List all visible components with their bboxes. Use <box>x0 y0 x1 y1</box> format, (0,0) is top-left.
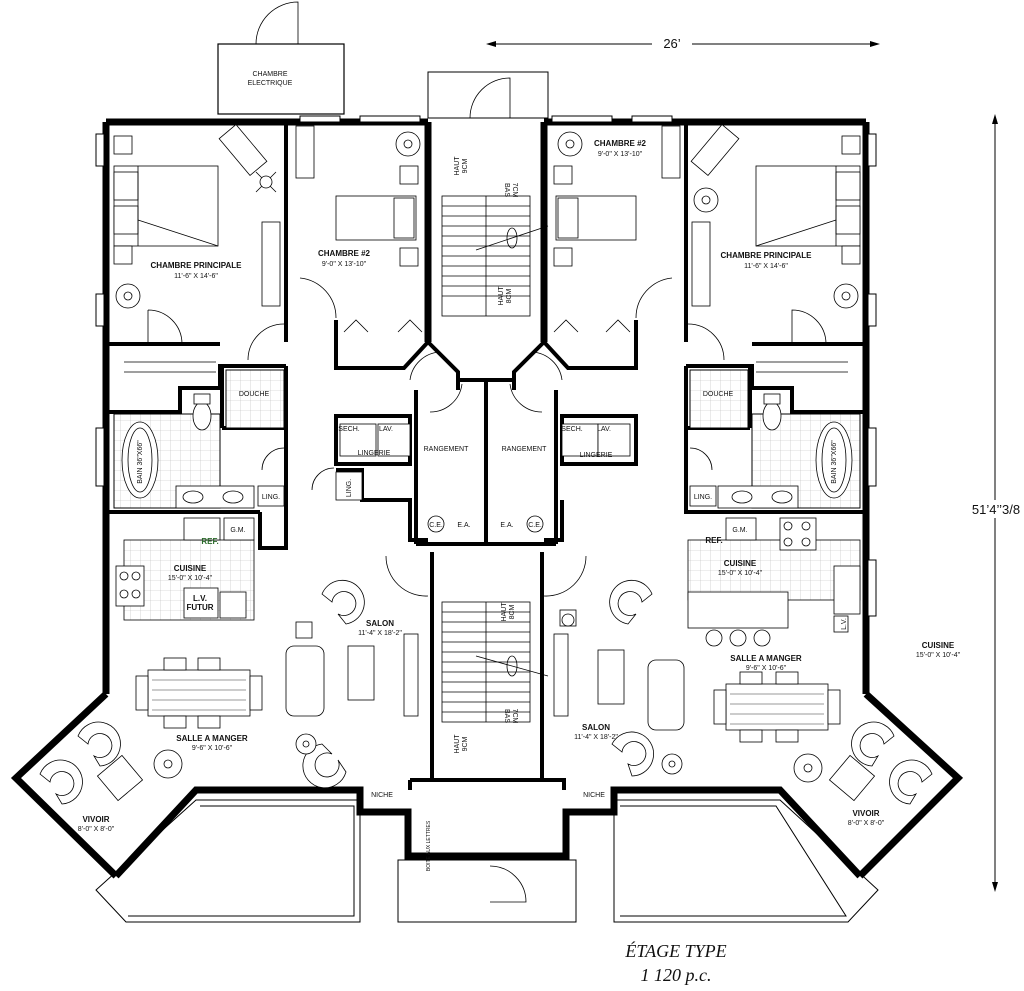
stairs-upper-labels: HAUT 9CM BAS 7CM HAUT 8CM <box>454 156 518 306</box>
label-boite-lettres: BOITE AUX LETTRES <box>426 820 432 871</box>
drawing-title-block: ÉTAGE TYPE 1 120 p.c. <box>624 940 726 985</box>
stair-label-7cm-2: 7CM <box>511 709 518 724</box>
label-ref-r: REF. <box>705 536 722 545</box>
label-niche-r: NICHE <box>583 792 605 799</box>
stair-label-8cm-2: 8CM <box>509 604 516 619</box>
ce-marker-l <box>427 515 445 533</box>
label-ref-l: REF. <box>201 537 218 546</box>
label-salon-l-size: 11'-4" X 18'-2" <box>358 630 402 637</box>
label-lv-futur-2: FUTUR <box>186 603 213 612</box>
label-cuisine-l: CUISINE <box>174 564 207 573</box>
electrical-room: CHAMBRE ELECTRIQUE <box>217 1 345 115</box>
label-ea-r: E.A. <box>500 522 513 529</box>
label-gm-l: G.M. <box>230 527 245 534</box>
label-chambre2-l: CHAMBRE #2 <box>318 249 371 258</box>
label-ce-r: C.E. <box>528 522 542 529</box>
left-unit-furniture <box>39 123 423 805</box>
label-ea-l: E.A. <box>457 522 470 529</box>
plant-icons-left <box>115 131 421 779</box>
stair-label-8cm-1: 8CM <box>506 288 513 303</box>
label-chambre2-l-size: 9'-0" X 13'-10" <box>322 261 367 268</box>
label-lv-r: L.V. <box>841 618 848 630</box>
label-bain-r: BAIN 36"X66" <box>831 440 838 484</box>
door-swings <box>147 277 827 597</box>
width-dim-label: 26’ <box>663 36 680 51</box>
electrical-room-label-2: ELECTRIQUE <box>248 80 293 87</box>
label-ce-l: C.E. <box>429 522 443 529</box>
label-lav-r: LAV. <box>597 426 611 433</box>
label-salle-manger-l: SALLE A MANGER <box>176 734 248 743</box>
width-dimension: 26’ <box>486 36 880 51</box>
label-salon-r-size: 11'-4" X 18'-2" <box>574 734 618 741</box>
balcony-left <box>95 799 361 923</box>
stair-label-haut-4: HAUT <box>454 734 461 754</box>
label-douche-l: DOUCHE <box>239 391 270 398</box>
label-chambre2-r: CHAMBRE #2 <box>594 139 647 148</box>
label-chambre-principale-l: CHAMBRE PRINCIPALE <box>151 261 243 270</box>
label-vivoir-r: VIVOIR <box>852 809 879 818</box>
plant-icons-right <box>557 131 859 783</box>
label-salle-manger-r: SALLE A MANGER <box>730 654 802 663</box>
label-cuisine-ext: CUISINE <box>922 641 955 650</box>
label-chambre-principale-r: CHAMBRE PRINCIPALE <box>721 251 813 260</box>
label-bain-l: BAIN 36"X66" <box>137 440 144 484</box>
label-sech-r: SECH. <box>561 426 582 433</box>
label-vivoir-l-size: 8'-0" X 8'-0" <box>78 826 115 833</box>
label-cuisine-r: CUISINE <box>724 559 757 568</box>
stair-label-haut-3: HAUT <box>501 602 508 622</box>
label-salle-manger-l-size: 9'-6" X 10'-6" <box>192 745 233 752</box>
stairs-lower <box>441 601 549 723</box>
windows <box>95 115 877 617</box>
stair-label-9cm-2: 9CM <box>462 736 469 751</box>
label-rangement-l: RANGEMENT <box>424 446 469 453</box>
label-salon-r: SALON <box>582 723 610 732</box>
stairs-lower-labels: HAUT 8CM HAUT 9CM BAS 7CM <box>454 602 518 754</box>
height-dimension: 51’4’’3/8 <box>966 114 1024 892</box>
drawing-title: ÉTAGE TYPE <box>624 940 726 961</box>
label-chambre-principale-l-size: 11'-6" X 14'-6" <box>174 273 218 280</box>
ce-marker-r <box>526 515 544 533</box>
label-lav-l: LAV. <box>379 426 393 433</box>
right-unit-furniture <box>553 123 933 805</box>
label-chambre-principale-r-size: 11'-6" X 14'-6" <box>744 263 788 270</box>
label-rangement-r: RANGEMENT <box>502 446 547 453</box>
label-sech-l: SECH. <box>338 426 359 433</box>
label-ling-l: LING. <box>262 494 280 501</box>
outer-walls <box>10 118 964 879</box>
label-douche-r: DOUCHE <box>703 391 734 398</box>
label-lingerie-l: LINGERIE <box>358 450 391 457</box>
label-ling-hall: LING. <box>346 479 353 497</box>
label-chambre2-r-size: 9'-0" X 13'-10" <box>598 151 643 158</box>
stair-label-bas-1: BAS <box>503 183 510 197</box>
stair-label-7cm-1: 7CM <box>511 183 518 198</box>
stairs-upper <box>441 195 549 317</box>
label-ling-r: LING. <box>694 494 712 501</box>
label-vivoir-r-size: 8'-0" X 8'-0" <box>848 820 885 827</box>
top-entrance <box>427 71 549 119</box>
label-lv-futur-1: L.V. <box>193 594 207 603</box>
label-cuisine-ext-size: 15'-0" X 10'-4" <box>916 652 961 659</box>
label-cuisine-r-size: 15'-0" X 10'-4" <box>718 570 763 577</box>
stair-label-9cm-1: 9CM <box>462 158 469 173</box>
stair-label-haut-2: HAUT <box>498 286 505 306</box>
electrical-room-label-1: CHAMBRE <box>252 71 287 78</box>
bottom-entrance <box>397 859 577 923</box>
drawing-area: 1 120 p.c. <box>641 965 712 985</box>
label-gm-r: G.M. <box>732 527 747 534</box>
label-niche-l: NICHE <box>371 792 393 799</box>
label-vivoir-l: VIVOIR <box>82 815 109 824</box>
balcony-right <box>613 799 879 923</box>
label-lingerie-r: LINGERIE <box>580 452 613 459</box>
stair-label-bas-2: BAS <box>503 709 510 723</box>
room-labels: CHAMBRE PRINCIPALE 11'-6" X 14'-6" CHAMB… <box>78 139 961 871</box>
label-salle-manger-r-size: 9'-6" X 10'-6" <box>746 665 787 672</box>
label-salon-l: SALON <box>366 619 394 628</box>
height-dim-label: 51’4’’3/8 <box>972 502 1020 517</box>
stair-label-haut-1: HAUT <box>454 156 461 176</box>
label-cuisine-l-size: 15'-0" X 10'-4" <box>168 575 213 582</box>
